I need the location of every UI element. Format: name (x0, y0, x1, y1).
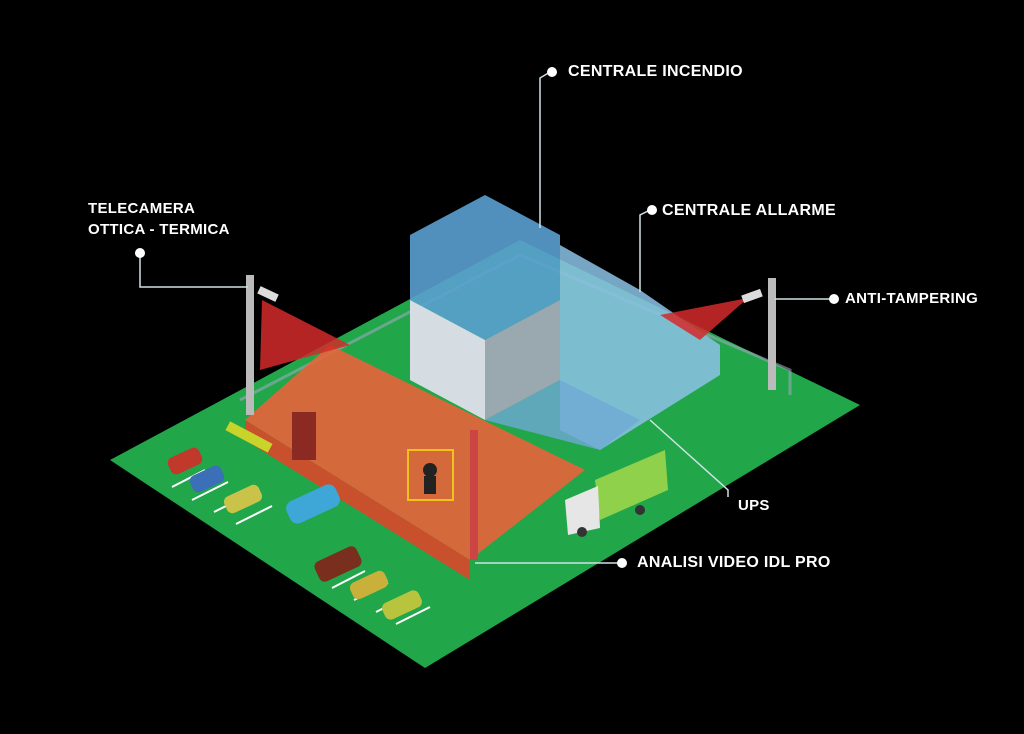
detection-zone (245, 345, 585, 560)
label-camera-line2: OTTICA - TERMICA (88, 221, 230, 238)
guard-booth (292, 412, 316, 460)
callout-dots (135, 67, 839, 568)
label-video-analysis: ANALISI VIDEO IDL PRO (637, 554, 831, 571)
truck (565, 450, 668, 537)
label-anti-tampering: ANTI-TAMPERING (845, 290, 979, 307)
building (410, 195, 720, 450)
label-fire-panel: CENTRALE INCENDIO (568, 63, 743, 80)
label-camera-line1: TELECAMERA (88, 200, 196, 217)
camera-poles (246, 275, 776, 560)
label-ups: UPS (738, 497, 770, 514)
label-alarm-panel: CENTRALE ALLARME (662, 202, 836, 219)
intruder-detection-box (407, 449, 454, 501)
callout-lines (139, 71, 832, 564)
cars (167, 421, 422, 620)
